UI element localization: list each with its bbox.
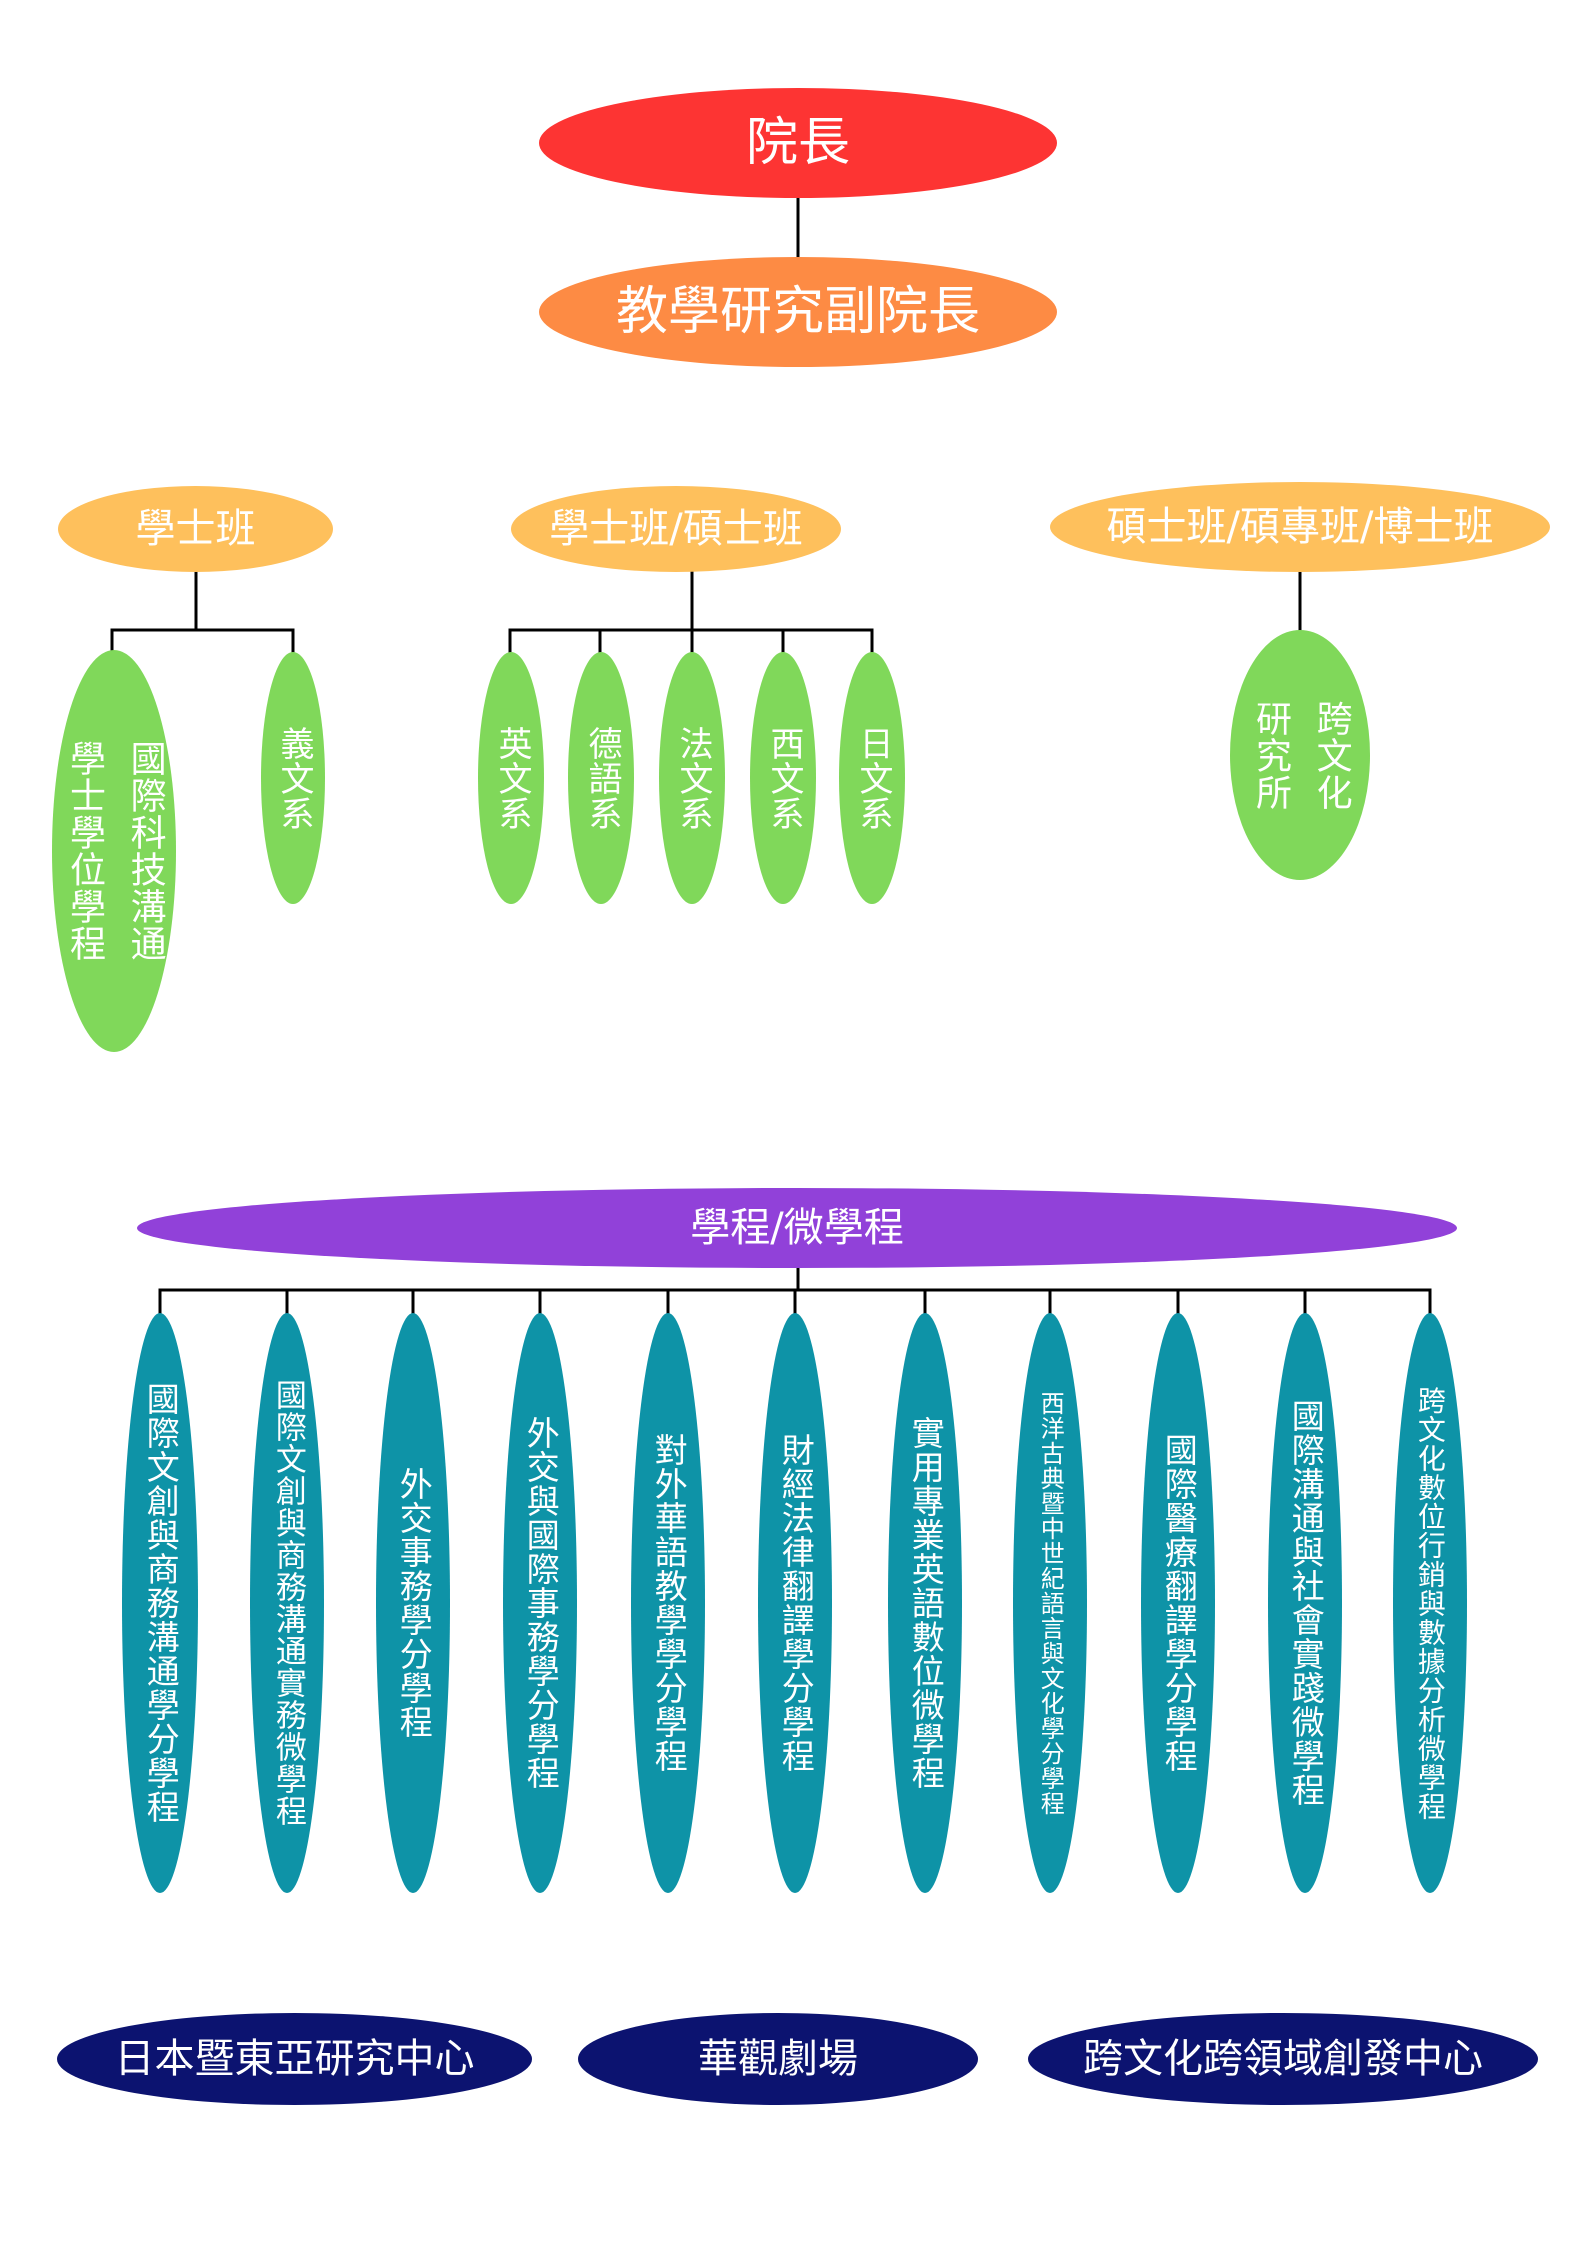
program-5-label: 對外華語教學學分學程 bbox=[649, 1433, 689, 1773]
bachelor-group-node: 學士班 bbox=[58, 486, 333, 572]
center-theatre-label: 華觀劇場 bbox=[698, 2036, 858, 2082]
program-4: 外交與國際事務學分學程 bbox=[503, 1313, 577, 1893]
program-10-label: 國際溝通與社會實踐微學程 bbox=[1286, 1399, 1326, 1807]
center-japan-east-asia: 日本暨東亞研究中心 bbox=[57, 2013, 532, 2105]
center-cross-disciplinary-label: 跨文化跨領域創發中心 bbox=[1083, 2036, 1483, 2082]
dept-italian-label: 義文系 bbox=[273, 725, 314, 831]
dept-japanese-label: 日文系 bbox=[852, 725, 893, 831]
program-8-label: 西洋古典暨中世紀語言與文化學分學程 bbox=[1036, 1390, 1065, 1816]
program-11-label: 跨文化數位行銷與數據分析微學程 bbox=[1413, 1385, 1447, 1821]
dept-cross-cultural-label-2: 研究所 bbox=[1250, 699, 1291, 811]
master-phd-group-label: 碩士班/碩專班/博士班 bbox=[1106, 504, 1494, 550]
vice-dean-node: 教學研究副院長 bbox=[539, 257, 1057, 367]
program-10: 國際溝通與社會實踐微學程 bbox=[1268, 1313, 1342, 1893]
program-3: 外交事務學分學程 bbox=[376, 1313, 450, 1893]
program-2-label: 國際文創與商務溝通實務微學程 bbox=[269, 1379, 306, 1827]
program-5: 對外華語教學學分學程 bbox=[631, 1313, 705, 1893]
dept-cross-cultural-label-1: 跨文化 bbox=[1310, 699, 1352, 811]
dept-spanish-label: 西文系 bbox=[763, 725, 804, 831]
program-6: 財經法律翻譯學分學程 bbox=[758, 1313, 832, 1893]
program-4-label: 外交與國際事務學分學程 bbox=[521, 1416, 561, 1790]
dept-german: 德語系 bbox=[568, 652, 634, 904]
programs-title-node: 學程/微學程 bbox=[137, 1188, 1457, 1268]
dept-english-label: 英文系 bbox=[491, 725, 532, 831]
dept-spanish: 西文系 bbox=[750, 652, 816, 904]
master-phd-group-node: 碩士班/碩專班/博士班 bbox=[1050, 482, 1550, 572]
program-7: 實用專業英語數位微學程 bbox=[888, 1313, 962, 1893]
center-theatre: 華觀劇場 bbox=[578, 2013, 978, 2105]
dept-french: 法文系 bbox=[659, 652, 725, 904]
vice-dean-label: 教學研究副院長 bbox=[615, 281, 980, 342]
program-9-label: 國際醫療翻譯學分學程 bbox=[1159, 1433, 1199, 1773]
program-7-label: 實用專業英語數位微學程 bbox=[906, 1416, 946, 1790]
program-6-label: 財經法律翻譯學分學程 bbox=[776, 1433, 816, 1773]
program-1-label: 國際文創與商務溝通學分學程 bbox=[141, 1382, 181, 1824]
dept-japanese: 日文系 bbox=[839, 652, 905, 904]
bachelor-group-label: 學士班 bbox=[135, 506, 256, 552]
programs-title-label: 學程/微學程 bbox=[690, 1205, 904, 1251]
dept-italian: 義文系 bbox=[261, 652, 325, 904]
program-1: 國際文創與商務溝通學分學程 bbox=[122, 1313, 198, 1893]
dept-intl-tech-comm: 國際科技溝通 學士學位學程 bbox=[52, 650, 176, 1052]
dept-intl-tech-comm-label-2: 學士學位學程 bbox=[64, 740, 105, 962]
dean-node: 院長 bbox=[539, 88, 1057, 198]
bachelor-master-group-label: 學士班/碩士班 bbox=[549, 506, 803, 552]
center-cross-disciplinary: 跨文化跨領域創發中心 bbox=[1028, 2013, 1538, 2105]
program-2: 國際文創與商務溝通實務微學程 bbox=[250, 1313, 324, 1893]
bachelor-master-group-node: 學士班/碩士班 bbox=[511, 486, 841, 572]
dept-german-label: 德語系 bbox=[581, 725, 622, 831]
program-9: 國際醫療翻譯學分學程 bbox=[1141, 1313, 1215, 1893]
dept-cross-cultural: 跨文化 研究所 bbox=[1230, 630, 1370, 880]
dept-french-label: 法文系 bbox=[672, 725, 713, 831]
program-8: 西洋古典暨中世紀語言與文化學分學程 bbox=[1013, 1313, 1087, 1893]
dept-intl-tech-comm-label-1: 國際科技溝通 bbox=[124, 740, 166, 962]
dean-label: 院長 bbox=[745, 112, 850, 173]
program-3-label: 外交事務學分學程 bbox=[394, 1467, 434, 1739]
dept-english: 英文系 bbox=[478, 652, 544, 904]
program-11: 跨文化數位行銷與數據分析微學程 bbox=[1393, 1313, 1467, 1893]
center-japan-east-asia-label: 日本暨東亞研究中心 bbox=[114, 2036, 475, 2082]
